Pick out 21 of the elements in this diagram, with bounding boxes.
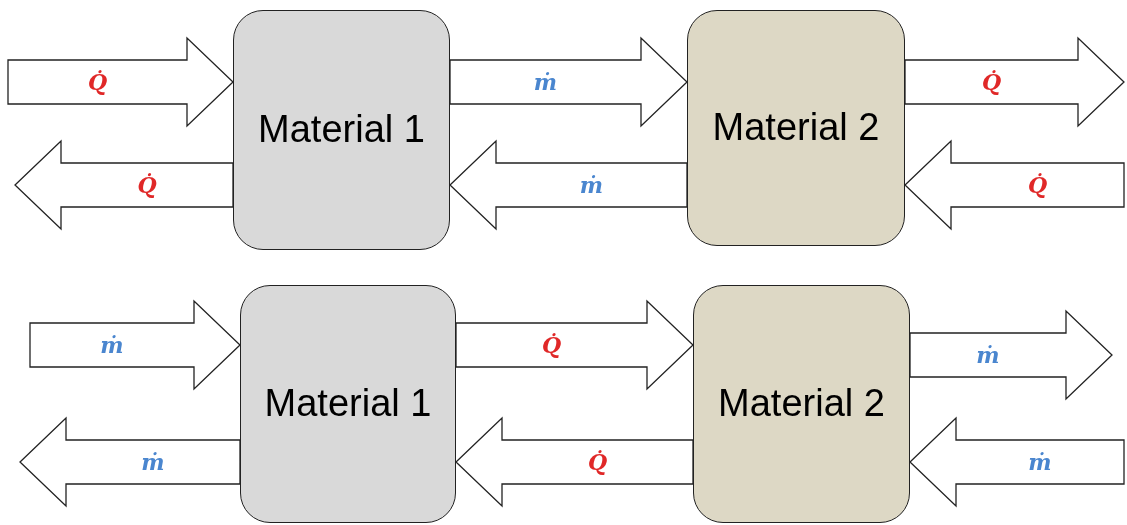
block-arrow — [904, 139, 1125, 231]
material-box — [693, 285, 910, 523]
block-arrow — [14, 139, 234, 231]
block-arrow — [455, 299, 694, 391]
block-arrow — [909, 416, 1125, 508]
block-arrow — [7, 36, 234, 128]
block-arrow — [19, 416, 241, 508]
block-arrow — [449, 139, 688, 231]
block-arrow — [909, 309, 1113, 401]
material-box — [240, 285, 456, 523]
block-arrow — [904, 36, 1125, 128]
material-label: Material 1 — [257, 107, 426, 153]
block-arrow — [455, 416, 694, 508]
edge-label: Q̇ — [135, 171, 159, 199]
material-box — [687, 10, 905, 246]
material-label: Material 2 — [717, 381, 886, 427]
block-arrow — [449, 36, 688, 128]
material-label: Material 1 — [263, 381, 433, 427]
material-label: Material 2 — [711, 105, 881, 151]
block-arrow — [29, 299, 241, 391]
material-box — [233, 10, 450, 250]
